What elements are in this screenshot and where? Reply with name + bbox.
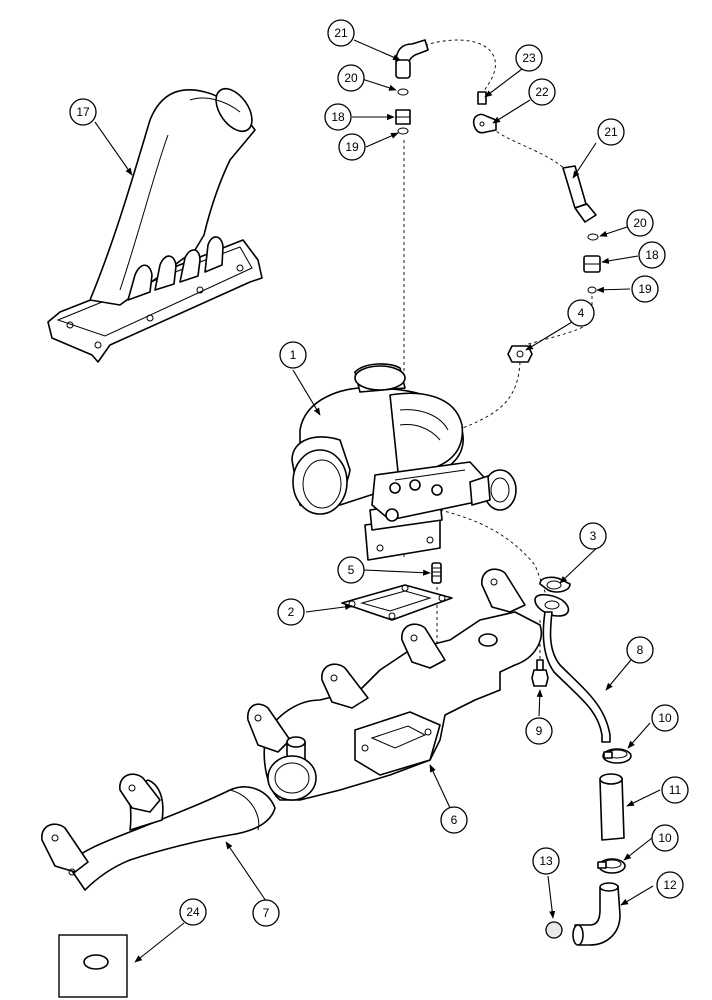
callout-circle	[651, 824, 679, 852]
inset-box-part-24	[58, 934, 128, 998]
plug-part-13	[545, 921, 563, 939]
callout-label: 22	[535, 85, 549, 99]
hose-clamp-part-10-lower	[597, 858, 626, 874]
callout-11: 11	[661, 776, 689, 804]
callout-label: 17	[76, 105, 90, 119]
callout-circle	[651, 704, 679, 732]
callout-label: 10	[658, 711, 672, 725]
callout-label: 6	[451, 813, 458, 827]
callout-2: 2	[277, 598, 305, 626]
drain-tube-part-8	[542, 611, 611, 743]
callout-circle	[528, 78, 556, 106]
callout-circle	[277, 598, 305, 626]
callout-circle	[597, 118, 625, 146]
callout-circle	[638, 241, 666, 269]
callout-label: 4	[578, 306, 585, 320]
callout-circle	[338, 133, 366, 161]
callout-label: 20	[344, 71, 358, 85]
callout-label: 19	[638, 282, 652, 296]
callout-circle	[656, 871, 684, 899]
hose-part-11	[599, 773, 625, 841]
callout-label: 12	[663, 878, 677, 892]
stud-part-5	[431, 562, 442, 584]
callout-label: 18	[331, 110, 345, 124]
callout-17: 17	[69, 98, 97, 126]
callout-circle	[440, 806, 468, 834]
callout-circle	[525, 717, 553, 745]
callout-8: 8	[626, 636, 654, 664]
callout-label: 1	[290, 348, 297, 362]
callout-circle	[567, 299, 595, 327]
callout-10: 10	[651, 824, 679, 852]
callout-23: 23	[515, 44, 543, 72]
leader-lines	[94, 39, 661, 963]
callout-label: 7	[263, 906, 270, 920]
callout-circle	[532, 847, 560, 875]
callout-circle	[337, 64, 365, 92]
callout-circle	[279, 341, 307, 369]
drain-elbow-part-12	[572, 882, 621, 946]
callout-circle	[69, 98, 97, 126]
callout-circle	[252, 899, 280, 927]
callout-4: 4	[567, 299, 595, 327]
callout-label: 21	[334, 26, 348, 40]
callout-label: 5	[348, 563, 355, 577]
callout-20: 20	[626, 209, 654, 237]
callout-circle	[337, 556, 365, 584]
callout-label: 20	[633, 216, 647, 230]
callout-circle	[661, 776, 689, 804]
gasket-part-2	[341, 584, 453, 621]
oil-supply-line	[395, 39, 601, 710]
callout-circle	[179, 898, 207, 926]
intake-elbow-part-17	[47, 87, 263, 363]
callout-label: 23	[522, 51, 536, 65]
exhaust-pipe-part-7	[41, 773, 276, 891]
turbocharger-part-1	[291, 363, 517, 561]
callout-label: 24	[186, 905, 200, 919]
hose-clamp-part-10-upper	[602, 748, 632, 764]
callout-21: 21	[597, 118, 625, 146]
callout-18: 18	[324, 103, 352, 131]
callout-20: 20	[337, 64, 365, 92]
callout-19: 19	[338, 133, 366, 161]
callout-circle	[631, 275, 659, 303]
callout-label: 2	[288, 605, 295, 619]
callout-label: 18	[645, 248, 659, 262]
callout-circle	[626, 209, 654, 237]
callout-9: 9	[525, 717, 553, 745]
callout-label: 9	[536, 724, 543, 738]
callout-21: 21	[327, 19, 355, 47]
callout-circle	[626, 636, 654, 664]
callout-18: 18	[638, 241, 666, 269]
callout-label: 19	[345, 140, 359, 154]
callout-6: 6	[440, 806, 468, 834]
callout-1: 1	[279, 341, 307, 369]
callout-label: 3	[590, 529, 597, 543]
callout-circle	[327, 19, 355, 47]
callout-5: 5	[337, 556, 365, 584]
callout-label: 11	[669, 783, 682, 797]
exhaust-manifold-part-6	[247, 568, 542, 801]
callout-label: 21	[604, 125, 618, 139]
callout-3: 3	[579, 522, 607, 550]
callout-19: 19	[631, 275, 659, 303]
callout-circle	[579, 522, 607, 550]
gasket-part-3	[534, 576, 571, 617]
callout-label: 13	[539, 854, 553, 868]
callout-22: 22	[528, 78, 556, 106]
callout-label: 10	[658, 831, 672, 845]
callout-7: 7	[252, 899, 280, 927]
callout-circle	[515, 44, 543, 72]
callout-10: 10	[651, 704, 679, 732]
callout-label: 8	[637, 643, 644, 657]
callout-13: 13	[532, 847, 560, 875]
callout-circle	[324, 103, 352, 131]
callout-24: 24	[179, 898, 207, 926]
callout-12: 12	[656, 871, 684, 899]
bolt-part-9	[531, 659, 549, 687]
